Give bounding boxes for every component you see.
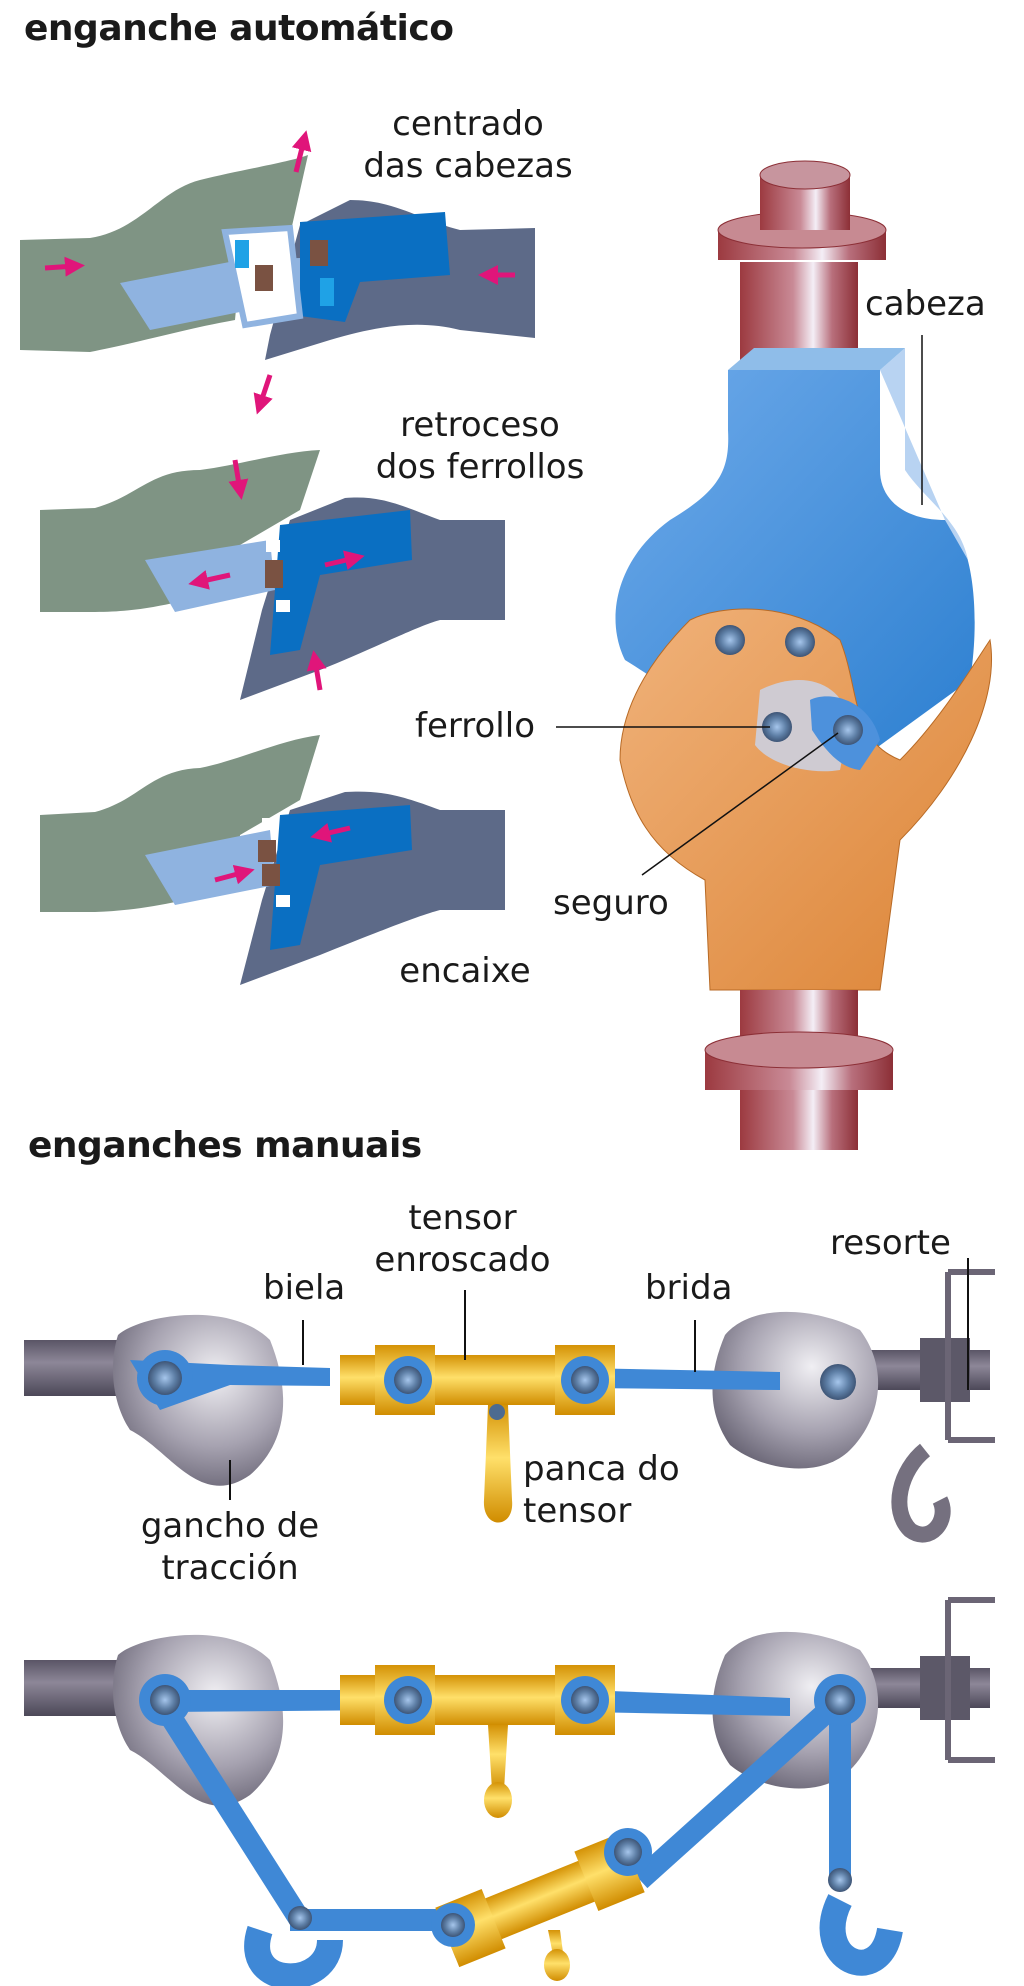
label-retraction: retroceso dos ferrollos xyxy=(345,404,615,488)
label-draw-hook-line1: gancho de xyxy=(140,1506,320,1546)
step-centering-diagram xyxy=(20,130,535,415)
label-retraction-line1: retroceso xyxy=(400,405,560,445)
label-retraction-line2: dos ferrollos xyxy=(375,447,585,487)
label-turnbuckle-line1: tensor xyxy=(408,1198,517,1238)
label-lever-line1: panca do xyxy=(523,1449,680,1489)
label-centering-line1: centrado xyxy=(392,104,544,144)
label-bolt: ferrollo xyxy=(415,706,535,746)
label-lever: panca do tensor xyxy=(523,1448,680,1532)
automatic-coupler-3d xyxy=(556,160,992,1150)
label-rod: biela xyxy=(263,1268,346,1308)
label-spring: resorte xyxy=(830,1223,951,1263)
label-draw-hook: gancho de tracción xyxy=(115,1505,345,1589)
manual-coupling-hung xyxy=(24,1597,995,1986)
section-title-manual: enganches manuais xyxy=(28,1125,422,1166)
label-head: cabeza xyxy=(865,284,986,324)
step-engagement-diagram xyxy=(40,735,505,985)
label-engagement: encaixe xyxy=(390,950,540,992)
label-turnbuckle-line2: enroscado xyxy=(374,1240,551,1280)
label-engagement-line1: encaixe xyxy=(399,951,531,991)
label-draw-hook-line2: tracción xyxy=(161,1548,299,1588)
manual-coupling-straight xyxy=(24,1258,995,1543)
section-title-automatic: enganche automático xyxy=(24,8,454,49)
label-lever-line2: tensor xyxy=(523,1491,632,1531)
label-lock: seguro xyxy=(553,883,669,923)
label-centering: centrado das cabezas xyxy=(338,103,598,187)
label-centering-line2: das cabezas xyxy=(363,146,573,186)
label-turnbuckle: tensor enroscado xyxy=(355,1197,570,1281)
step-retraction-diagram xyxy=(40,450,505,700)
label-flange: brida xyxy=(645,1268,733,1308)
